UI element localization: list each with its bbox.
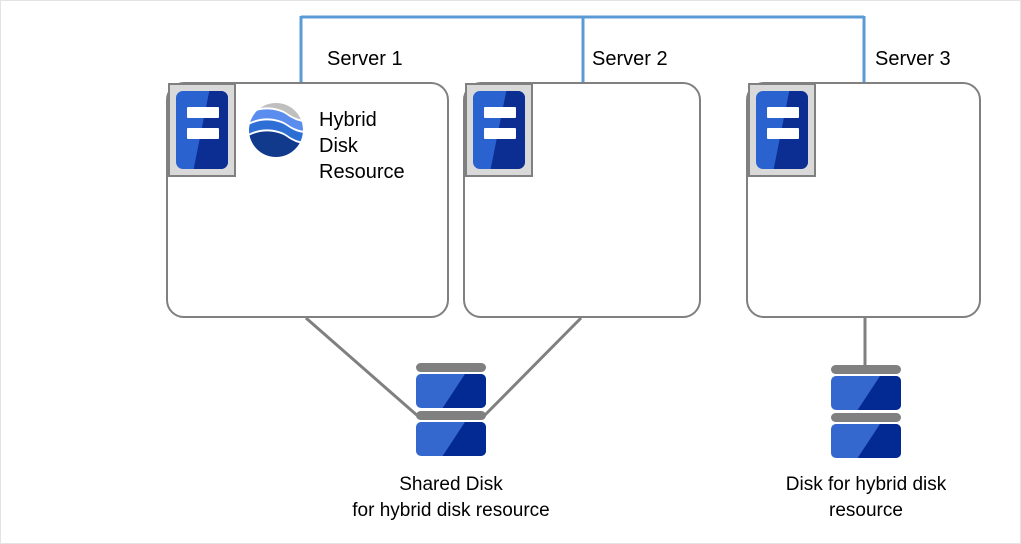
server-label-2: Server 2: [592, 48, 668, 70]
shared-disk-caption: Shared Disk for hybrid disk resource: [301, 472, 601, 524]
server-icon-bar-top: [187, 107, 219, 118]
server-icon-bar-bottom: [187, 128, 219, 139]
disk-cap-bottom: [416, 411, 486, 420]
disk-shading: [857, 424, 901, 458]
server-icon-bar-top: [767, 107, 799, 118]
disk-body-top: [831, 376, 901, 410]
hybrid-disk-icon: [831, 365, 901, 458]
disk-shading: [442, 422, 486, 456]
shared-disk-icon: [416, 363, 486, 456]
hybrid-resource-label-line1: Hybrid: [319, 109, 377, 131]
hybrid-disk-caption-line2: resource: [829, 500, 903, 521]
hybrid-disk-caption: Disk for hybrid disk resource: [716, 472, 1016, 524]
disk-shading: [857, 376, 901, 410]
server-icon-bar-bottom: [484, 128, 516, 139]
hybrid-disk-caption-line1: Disk for hybrid disk: [785, 474, 947, 495]
disk-body-bottom: [831, 424, 901, 458]
hybrid-resource-label-line3: Resource: [319, 161, 405, 183]
server-box-2[interactable]: [463, 82, 701, 318]
shared-disk-caption-line1: Shared Disk: [399, 474, 503, 495]
server-box-3[interactable]: [746, 82, 981, 318]
disk-connector-lines: [305, 316, 867, 419]
server-label-3: Server 3: [875, 48, 951, 70]
server-box-1[interactable]: [166, 82, 449, 318]
hybrid-resource-label-line2: Disk: [319, 135, 358, 157]
hybrid-resource-label: Hybrid Disk Resource: [319, 107, 405, 185]
server-icon-1: [168, 83, 236, 177]
shared-disk-caption-line2: for hybrid disk resource: [352, 500, 550, 521]
server-icon-bar-top: [484, 107, 516, 118]
disk-body-bottom: [416, 422, 486, 456]
server-icon-3: [748, 83, 816, 177]
disk-cap-bottom: [831, 413, 901, 422]
globe-icon: [247, 101, 305, 159]
server-label-1: Server 1: [327, 48, 403, 70]
disk-cap-top: [831, 365, 901, 374]
server-icon-bar-bottom: [767, 128, 799, 139]
server-icon-2: [465, 83, 533, 177]
disk-body-top: [416, 374, 486, 408]
disk-shading: [442, 374, 486, 408]
disk-cap-top: [416, 363, 486, 372]
